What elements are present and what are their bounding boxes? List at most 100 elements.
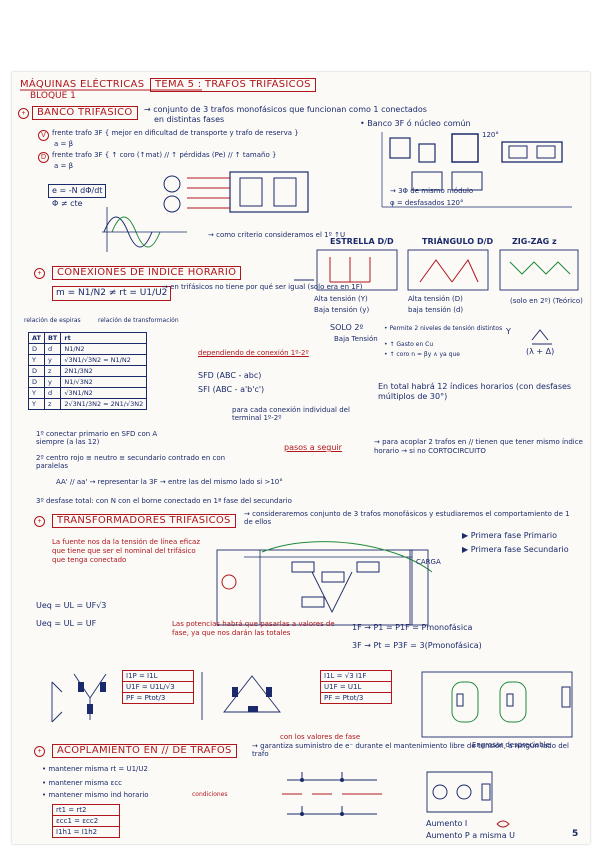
table-cell: z bbox=[43, 365, 62, 377]
conexiones-title: CONEXIONES DE ÍNDICE HORARIO bbox=[52, 266, 242, 280]
topic-title: TEMA 5 : TRAFOS TRIFÁSICOS bbox=[150, 78, 316, 92]
relacion-espiras: relación de espiras bbox=[24, 317, 81, 324]
modulo-note: → 3Φ de mismo módulo bbox=[390, 187, 474, 195]
formula-line: U1F = U1L bbox=[321, 682, 391, 693]
condicion-2: • mantener misma εcc bbox=[42, 779, 123, 787]
angle-label: 120° bbox=[482, 131, 499, 139]
relacion-transf: relación de transformación bbox=[98, 317, 179, 324]
section-bullet-icon: + bbox=[34, 268, 45, 279]
subject-title: MÁQUINAS ELÉCTRICAS bbox=[20, 79, 145, 90]
condicion-1: • mantener misma rt = U1/U2 bbox=[42, 765, 148, 773]
eq-star: Ueq = UL = UF√3 bbox=[36, 601, 107, 610]
alta-d: Alta tensión (D) bbox=[408, 295, 463, 303]
paso-2b: AA' // aa' → representar la 3F → entre l… bbox=[56, 478, 283, 486]
baja-d: baja tensión (d) bbox=[408, 306, 464, 314]
aumento-p: Aumento P a misma U bbox=[426, 831, 515, 840]
zz-symbol-2: (λ + Δ) bbox=[526, 347, 555, 356]
table-cell: y bbox=[43, 376, 62, 388]
flux-formula: e = -N dΦ/dt bbox=[48, 184, 107, 198]
banco-def: → conjunto de 3 trafos monofásicos que f… bbox=[144, 105, 427, 114]
table-cell: N1/N2 bbox=[60, 343, 148, 355]
banco-def-2: en distintas fases bbox=[154, 115, 225, 124]
eq-delta: Ueq = UL = UF bbox=[36, 619, 97, 628]
pot-1f: 1F → P1 = P1F = Pmonofásica bbox=[352, 623, 473, 632]
desventaja-eq: a = β bbox=[54, 162, 74, 170]
aumento-i: Aumento I bbox=[426, 819, 468, 828]
paso-3: 3º desfase total: con N con el borne con… bbox=[36, 497, 292, 505]
table-cell: √3N1/√3N2 = N1/N2 bbox=[60, 354, 148, 366]
permite-1: • Permite 2 niveles de tensión distintos bbox=[384, 325, 503, 332]
sfd-label: SFD (ABC - abc) bbox=[198, 371, 262, 380]
star-formula-box: I1P = I1L U1F = U1L/√3 PF = Ptot/3 bbox=[122, 670, 194, 704]
sfi-label: SFI (ABC - a'b'c') bbox=[198, 385, 265, 394]
transformadores-def: → consideraremos conjunto de 3 trafos mo… bbox=[244, 510, 570, 527]
zz-symbol: Y bbox=[506, 327, 511, 336]
block-label: BLOQUE 1 bbox=[30, 91, 76, 101]
primera-fase-primario: ▶ Primera fase Primario bbox=[462, 531, 557, 540]
table-cell: y bbox=[43, 354, 62, 366]
table-cell: D bbox=[28, 365, 45, 377]
carga-label: CARGA bbox=[416, 558, 441, 566]
transformadores-title: TRANSFORMADORES TRIFÁSICOS bbox=[52, 514, 236, 528]
acoplamiento-title: ACOPLAMIENTO EN // DE TRAFOS bbox=[52, 744, 237, 758]
formula-line: U1F = U1L/√3 bbox=[123, 682, 193, 693]
table-cell: √3N1/N2 bbox=[60, 387, 148, 399]
formula-line: I1h1 = I1h2 bbox=[56, 828, 98, 836]
para-cada-note: para cada conexión individual del termin… bbox=[232, 406, 350, 423]
table-cell: 2N1/3N2 bbox=[60, 365, 148, 377]
triangulo-label: TRIÁNGULO D/D bbox=[422, 237, 494, 246]
table-cell: 2√3N1/3N2 = 2N1/√3N2 bbox=[60, 398, 148, 410]
baja-tension: Baja Tensión bbox=[334, 335, 378, 343]
criterio-note: → como criterio consideramos el 1º ↑U bbox=[208, 231, 346, 239]
acoplar-note: → para acoplar 2 trafos en // tienen que… bbox=[374, 438, 583, 455]
disadvantage-icon: D bbox=[38, 152, 49, 163]
pasos-seguir: pasos a seguir bbox=[284, 443, 342, 452]
table-cell: D bbox=[28, 376, 45, 388]
table-header-cell: rt bbox=[60, 332, 148, 344]
permite-3: • ↑ coro n = βy ∧ ya que bbox=[384, 351, 460, 358]
section-bullet-icon: + bbox=[18, 108, 29, 119]
estrella-label: ESTRELLA D/D bbox=[330, 237, 394, 246]
dependiendo-label: dependiendo de conexión 1º-2º bbox=[198, 349, 309, 357]
despreciable-note: Engrosar despreciable bbox=[472, 741, 550, 749]
baja-y: Baja tensión (y) bbox=[314, 306, 370, 314]
total-indices: En total habrá 12 índices horarios (con … bbox=[378, 382, 572, 401]
table-cell: d bbox=[43, 387, 62, 399]
formula-line: PF = Ptot/3 bbox=[324, 694, 364, 702]
table-header-cell: BT bbox=[43, 332, 62, 344]
table-cell: Y bbox=[28, 398, 45, 410]
pot-3f: 3F → Pt = P3F = 3(Pmonofásica) bbox=[352, 641, 482, 650]
section-bullet-icon: + bbox=[34, 516, 45, 527]
section-bullet-icon: + bbox=[34, 746, 45, 757]
alta-y: Alta tensión (Y) bbox=[314, 295, 368, 303]
sketch-layer bbox=[20, 89, 579, 828]
zigzag-note: (solo en 2º) (Teórico) bbox=[510, 297, 583, 305]
formula-line: rt1 = rt2 bbox=[53, 805, 119, 816]
nucleo-comun: • Banco 3F ó núcleo común bbox=[360, 119, 471, 128]
paso-2: 2º centro rojo ≡ neutro ≡ secundario con… bbox=[36, 454, 226, 471]
acoplamiento-def: → garantiza suministro de e⁻ durante el … bbox=[252, 742, 569, 759]
desfase-note: φ = desfasados 120° bbox=[390, 199, 464, 207]
formula-line: I1P = I1L bbox=[123, 671, 193, 682]
table-cell: D bbox=[28, 343, 45, 355]
flux-note: Φ ≠ cte bbox=[52, 199, 83, 208]
acoplamiento-box: rt1 = rt2 εcc1 = εcc2 I1h1 = I1h2 bbox=[52, 804, 120, 838]
rt-formula: m = N1/N2 ≠ rt = U1/U2 bbox=[52, 286, 172, 301]
paso-1: 1º conectar primario en SFD con A siempr… bbox=[36, 430, 158, 447]
valores-fase-note: con los valores de fase bbox=[280, 733, 361, 741]
condiciones-label: condiciones bbox=[192, 791, 228, 798]
advantage-icon: V bbox=[38, 130, 49, 141]
formula-line: PF = Ptot/3 bbox=[126, 694, 166, 702]
solo-2: SOLO 2º bbox=[330, 323, 364, 332]
formula-line: I1L = √3 I1F bbox=[321, 671, 391, 682]
ventaja-text: frente trafo 3F { mejor en dificultad de… bbox=[52, 129, 299, 137]
primera-fase-secundario: ▶ Primera fase Secundario bbox=[462, 545, 569, 554]
zigzag-label: ZIG-ZAG z bbox=[512, 237, 557, 246]
